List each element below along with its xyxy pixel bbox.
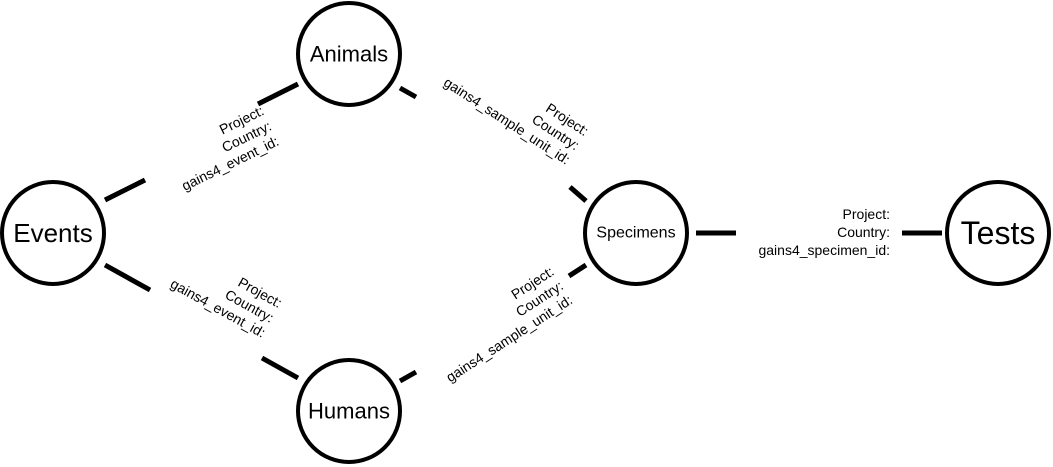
edge-label-humans-specimens: Project: Country: gains4_sample_unit_id: xyxy=(443,263,575,386)
node-humans: Humans xyxy=(296,358,402,464)
node-animals: Animals xyxy=(296,1,402,107)
edge-label-line: Project: xyxy=(843,206,890,222)
edge-label-specimens-tests: Project: Country: gains4_specimen_id: xyxy=(758,206,890,258)
node-label-animals: Animals xyxy=(310,42,388,67)
edge-line-humans-specimens-a xyxy=(398,369,418,384)
edge-label-line: Country: xyxy=(837,224,890,240)
edge-label-events-humans: Project: Country: gains4_event_id: xyxy=(168,274,285,341)
node-specimens: Specimens xyxy=(583,180,689,286)
edge-label-animals-specimens: Project: Country: gains4_sample_unit_id: xyxy=(441,74,592,168)
edge-label-line: gains4_sample_unit_id: xyxy=(443,292,575,386)
edge-line-humans-specimens-b xyxy=(567,262,588,279)
node-tests: Tests xyxy=(945,180,1051,286)
node-label-specimens: Specimens xyxy=(596,225,675,242)
edge-line-events-humans-b xyxy=(260,355,300,381)
edge-lines xyxy=(103,81,942,384)
node-label-events: Events xyxy=(13,218,93,248)
edge-label-line: gains4_specimen_id: xyxy=(758,242,890,258)
node-label-humans: Humans xyxy=(308,399,390,424)
edge-label-events-animals: Project: Country: gains4_event_id: xyxy=(179,102,281,193)
edge-line-animals-specimens-a xyxy=(398,85,418,100)
edge-line-events-animals-a xyxy=(103,177,147,203)
edge-line-animals-specimens-b xyxy=(568,185,588,203)
edge-line-events-animals-b xyxy=(256,81,300,107)
node-label-tests: Tests xyxy=(961,215,1036,251)
node-events: Events xyxy=(0,180,106,286)
edge-line-events-humans-a xyxy=(103,262,152,293)
